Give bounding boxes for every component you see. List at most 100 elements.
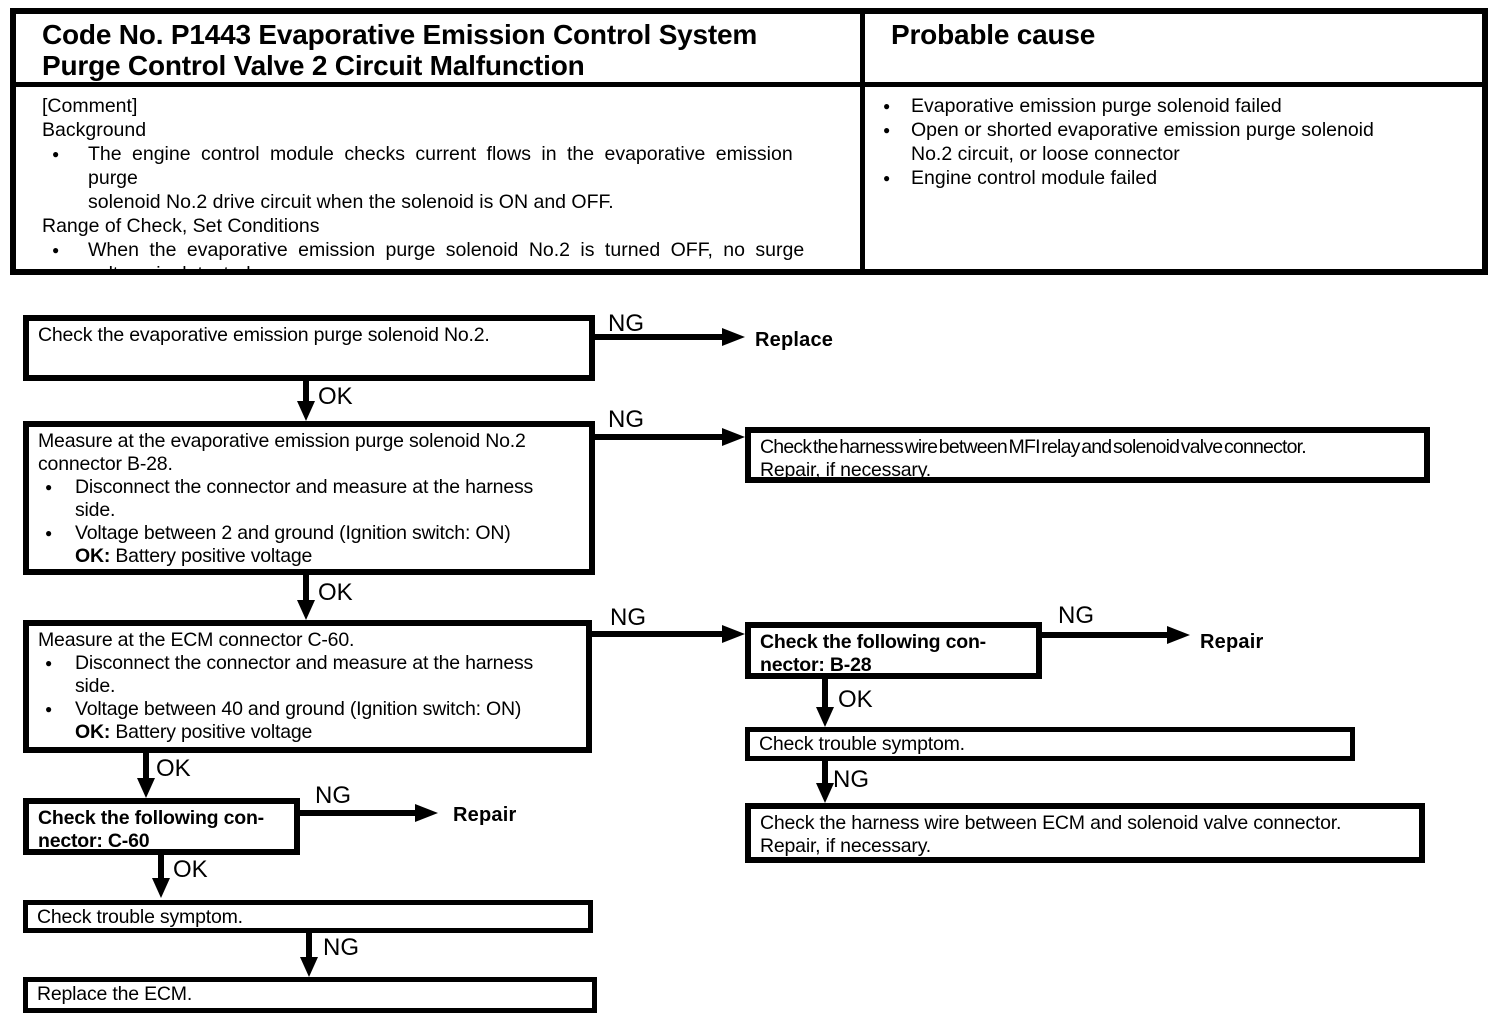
bullet-icon: ●	[45, 480, 53, 494]
node-check-trouble-symptom-left: Check trouble symptom.	[23, 900, 593, 933]
arrow-ok-to-measure-c60	[303, 575, 309, 606]
arrow-ok-to-cts-right	[822, 678, 828, 713]
node-text-line: Voltage between 2 and ground (Ignition s…	[75, 522, 511, 544]
arrow-ng-repair-2	[300, 810, 422, 816]
flow-label-ng-1: NG	[608, 310, 644, 337]
arrow-ok-to-connector-c60	[143, 753, 149, 784]
cause-text: Evaporative emission purge solenoid fail…	[911, 95, 1282, 117]
node-bullet-row: ●Voltage between 40 and ground (Ignition…	[38, 698, 577, 721]
flow-label-ng-5: NG	[833, 766, 869, 793]
probable-cause-cell: ● Evaporative emission purge solenoid fa…	[865, 87, 1482, 269]
cause-item: ● Evaporative emission purge solenoid fa…	[879, 94, 1468, 118]
bullet-icon: ●	[52, 147, 60, 161]
arrow-ng-mfi-harness-head	[722, 428, 745, 446]
node-bullet-row: ● Disconnect the connector and measure at…	[38, 476, 580, 499]
dtc-header-table: Code No. P1443 Evaporative Emission Cont…	[10, 8, 1488, 275]
arrow-ok-to-cts-left-head	[152, 878, 170, 898]
arrow-ng-to-ecm-harness-head	[816, 783, 834, 803]
background-label: Background	[42, 119, 147, 141]
node-text-line: Check the evaporative emission purge sol…	[38, 324, 490, 346]
range-bullet-line1: When the evaporative emission purge sole…	[88, 239, 805, 261]
flow-label-ng-2: NG	[608, 406, 644, 433]
node-text-line: OK: Battery positive voltage	[75, 545, 313, 567]
arrow-ng-repair-2-head	[415, 804, 438, 822]
cause-item: ● Open or shorted evaporative emission p…	[879, 118, 1468, 166]
bullet-icon: ●	[883, 123, 891, 137]
arrow-ng-connector-b28-head	[722, 625, 745, 643]
arrow-ok-to-measure-b28-head	[297, 401, 315, 421]
flow-label-ng-7: NG	[323, 934, 359, 961]
node-check-trouble-symptom-right: Check trouble symptom.	[745, 727, 1355, 761]
ok-condition-prefix: OK:	[75, 545, 111, 567]
node-text-line: side.	[75, 675, 116, 697]
bullet-icon: ●	[52, 243, 60, 257]
node-text-line: Check trouble symptom.	[759, 733, 965, 755]
arrow-ok-to-cts-left	[158, 855, 164, 884]
bullet-icon: ●	[45, 656, 53, 670]
probable-cause-header: Probable cause	[865, 14, 1482, 87]
background-bullet-line2: solenoid No.2 drive circuit when the sol…	[88, 191, 614, 213]
arrow-ng-replace	[595, 334, 729, 340]
result-label-replace: Replace	[755, 329, 834, 351]
node-check-purge-solenoid: Check the evaporative emission purge sol…	[23, 315, 595, 381]
dtc-comment-cell: [Comment] Background ● The engine contro…	[16, 87, 865, 269]
node-text-line: side.	[75, 499, 116, 521]
flow-label-ok-1: OK	[318, 383, 353, 410]
cause-text-line1: Open or shorted evaporative emission pur…	[911, 119, 1374, 141]
node-text-line: Check the harness wire between MFI relay…	[760, 436, 1307, 458]
node-text-line: Check the following con-	[760, 631, 986, 653]
arrow-ng-connector-b28	[592, 631, 729, 637]
comment-tag: [Comment]	[42, 95, 138, 117]
arrow-ok-to-cts-right-head	[816, 707, 834, 727]
arrow-ng-repair-1-head	[1167, 626, 1190, 644]
flow-label-ok-5: OK	[173, 856, 208, 883]
result-label-repair-1: Repair	[1200, 631, 1264, 653]
flow-label-ng-4: NG	[1058, 602, 1094, 629]
node-text-line: OK: Battery positive voltage	[75, 721, 313, 743]
node-text-line: Disconnect the connector and measure at …	[75, 652, 534, 674]
background-bullet-line1: The engine control module checks current…	[88, 143, 793, 189]
arrow-ok-to-connector-c60-head	[137, 778, 155, 798]
arrow-ng-mfi-harness	[595, 434, 729, 440]
node-text-line: Disconnect the connector and measure at …	[75, 476, 534, 498]
node-text-line: Repair, if necessary.	[760, 459, 932, 481]
flow-label-ng-3: NG	[610, 604, 646, 631]
arrow-ng-to-replace-ecm-head	[300, 957, 318, 977]
node-bullet-row: ● Disconnect the connector and measure at…	[38, 652, 577, 675]
node-text-line: nector: B-28	[760, 654, 872, 676]
range-bullet-line2: voltage is detected.	[88, 262, 846, 269]
arrow-ng-to-replace-ecm	[306, 932, 312, 963]
arrow-ng-to-ecm-harness	[822, 760, 828, 789]
flow-label-ng-6: NG	[315, 782, 351, 809]
ok-condition-prefix: OK:	[75, 721, 111, 743]
flow-label-ok-3: OK	[838, 686, 873, 713]
node-check-harness-mfi-relay: Check the harness wire between MFI relay…	[745, 427, 1430, 483]
cause-item: ● Engine control module failed	[879, 166, 1468, 190]
flow-label-ok-2: OK	[318, 579, 353, 606]
node-measure-purge-solenoid-connector: Measure at the evaporative emission purg…	[23, 421, 595, 575]
arrow-ok-to-measure-b28	[303, 381, 309, 407]
flow-label-ok-4: OK	[156, 755, 191, 782]
arrow-ng-repair-1	[1042, 632, 1174, 638]
arrow-ng-replace-head	[722, 328, 745, 346]
cause-text: Engine control module failed	[911, 167, 1158, 189]
bullet-icon: ●	[883, 171, 891, 185]
node-text-line: Check the harness wire between ECM and s…	[760, 812, 1342, 834]
bullet-icon: ●	[45, 702, 53, 716]
range-label: Range of Check, Set Conditions	[42, 215, 320, 237]
node-text-line: Measure at the evaporative emission purg…	[38, 430, 526, 452]
result-label-repair-2: Repair	[453, 804, 517, 826]
background-bullet: ● The engine control module checks curre…	[42, 142, 846, 214]
node-text-line: Check trouble symptom.	[37, 906, 243, 928]
node-bullet-row: ●Voltage between 2 and ground (Ignition …	[38, 522, 580, 545]
node-measure-ecm-connector: Measure at the ECM connector C-60. ● Disco…	[23, 620, 592, 753]
arrow-ok-to-measure-c60-head	[297, 600, 315, 620]
cause-text-line2: No.2 circuit, or loose connector	[911, 143, 1180, 165]
node-check-connector-c60: Check the following con-nector: C-60	[23, 798, 300, 855]
node-text-line: Check the following con-	[38, 807, 264, 829]
node-text-line: Measure at the ECM connector C-60.	[38, 629, 355, 651]
node-check-connector-b28: Check the following con-nector: B-28	[745, 622, 1042, 679]
dtc-title-line1: Code No. P1443 Evaporative Emission Cont…	[42, 19, 758, 50]
range-bullet: ● When the evaporative emission purge so…	[42, 238, 846, 269]
